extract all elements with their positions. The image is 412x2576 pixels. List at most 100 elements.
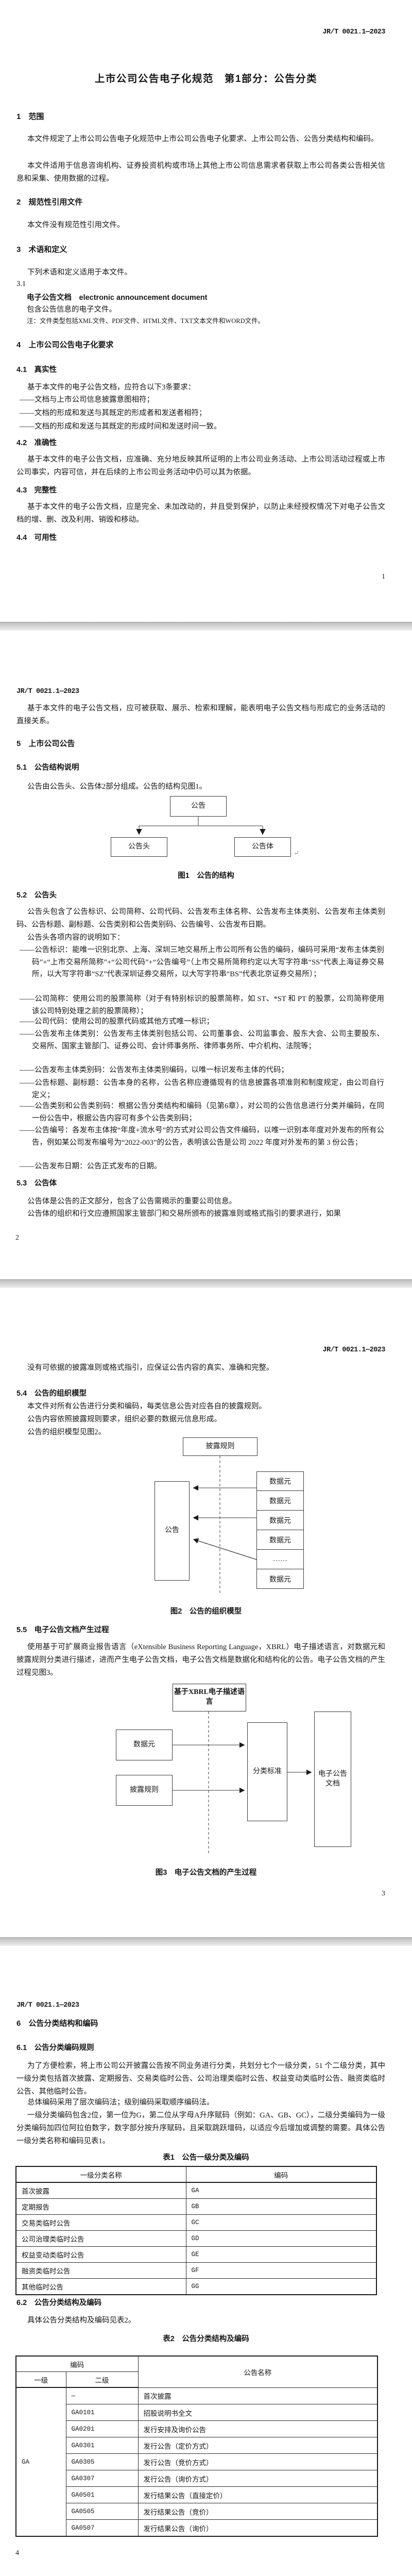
heading-4-3: 4.3 完整性 xyxy=(16,486,57,495)
page-number-4: 4 xyxy=(15,2549,19,2557)
page-number-2: 2 xyxy=(15,1234,19,1242)
heading-4-1: 4.1 真实性 xyxy=(16,366,57,374)
name-cell: 权益变动类临时公告 xyxy=(15,2246,186,2263)
fig1-node-header: 公告头 xyxy=(111,837,167,857)
paragraph: 本文件适用于信息咨询机构、证券投资机构或市场上其他上市公司信息需求者获取上市公司… xyxy=(16,162,385,183)
heading-5-4: 5.4 公告的组织模型 xyxy=(16,1389,87,1398)
paragraph: 公告体是公告的正文部分，包含了公告需揭示的重要公司信息。 xyxy=(27,1197,236,1206)
page-divider-2 xyxy=(0,1279,412,1288)
fig2-caption: 图2 公告的组织模型 xyxy=(170,1607,242,1616)
fig2-node-announcement: 公告 xyxy=(154,1481,190,1581)
column-header-code: 编码 xyxy=(185,2166,377,2183)
paragraph: 公告内容依照披露规则要求，组织必要的数据元信息形成。 xyxy=(27,1415,221,1423)
paragraph: 下列术语和定义适用于本文件。 xyxy=(27,268,132,277)
heading-5-2: 5.2 公告头 xyxy=(16,891,57,900)
fig3-node-e-announcement-doc: 电子公告文档 xyxy=(314,1711,351,1847)
code-cell: GA0201 xyxy=(65,2420,139,2437)
table-row: GA—首次披露 xyxy=(15,2387,378,2537)
name-cell: 发行公告（竞价方式） xyxy=(138,2453,378,2470)
table-header-row: 一级分类名称 编码 xyxy=(15,2166,377,2183)
name-cell: 发行公告（询价方式） xyxy=(138,2470,378,2487)
doc-code-page4: JR/T 0021.1—2023 xyxy=(16,2002,79,2009)
fig1-connector-lines xyxy=(136,817,266,835)
fig3-node-disclosure-rule: 披露规则 xyxy=(116,1775,173,1806)
term-definition: 包含公告信息的电子文件。 xyxy=(27,306,116,314)
fig3-node-data-element: 数据元 xyxy=(116,1730,173,1760)
name-cell: 首次披露 xyxy=(15,2182,186,2199)
name-cell: 发行结果公告（直接定价） xyxy=(138,2486,378,2503)
level1-cell: GA xyxy=(15,2387,66,2537)
code-cell: GA0301 xyxy=(65,2437,139,2454)
column-header-name: 一级分类名称 xyxy=(15,2166,186,2183)
return-mark: ↵ xyxy=(294,849,299,857)
table1-caption: 表1 公告一级分类及编码 xyxy=(163,2154,249,2162)
term-note: 注：文件类型包括XML文件、PDF文件、HTML文件、TXT文本文件和WORD文… xyxy=(27,317,265,325)
fig1-node-body: 公告体 xyxy=(234,837,291,857)
doc-code-page3: JR/T 0021.1—2023 xyxy=(322,1346,385,1354)
paragraph: 总体编码采用了层次编码法；级别编码采取顺序编码法。 xyxy=(27,2098,214,2107)
dash-item: ——公司代码：使用公司的股票代码或其他方式唯一标识； xyxy=(20,1018,214,1026)
name-cell: 发行公告（定价方式） xyxy=(138,2437,378,2454)
paragraph: 基于本文件的电子公告文档，应符合以下3条要求： xyxy=(27,383,196,392)
name-cell: 发行结果公告（询价） xyxy=(138,2519,378,2537)
column-header-level2: 二级 xyxy=(65,2371,139,2388)
code-cell: GA0501 xyxy=(65,2486,139,2503)
paragraph: 一级分类编码包含2位，第一位为G，第二位从字母A升序赋码（例如：GA、GB、GC… xyxy=(16,2111,385,2145)
dash-item: ——公告标识：能唯一识别北京、上海、深圳三地交易所上市公司所有公告的编码，编码可… xyxy=(20,946,384,978)
paragraph: 公告头各项内容的说明如下： xyxy=(27,934,125,942)
code-cell: GE xyxy=(185,2246,377,2263)
paragraph: 公告头包含了公告标识、公司简称、公司代码、公告发布主体名称、公告发布主体类别、公… xyxy=(16,908,385,929)
paragraph: 基于本文件的电子公告文档，应准确、充分地反映其所证明的上市公司业务活动、上市公司… xyxy=(16,455,385,477)
table-header-row: 编码 公告名称 xyxy=(15,2355,378,2388)
heading-2-references: 2 规范性引用文件 xyxy=(16,198,83,207)
doc-code-page1: JR/T 0021.1—2023 xyxy=(322,28,385,36)
code-cell: — xyxy=(65,2387,139,2404)
code-cell: GA0305 xyxy=(65,2453,139,2470)
heading-5-3: 5.3 公告体 xyxy=(16,1179,57,1188)
dash-item: ——公告编号：各发布主体按“年度+流水号”的方式对公司公告文件编码，以唯一识别本… xyxy=(20,1126,384,1147)
dash-item: ——公告标题、副标题：公告本身的名称，公告名称应遵循现有的信息披露各项准则和制度… xyxy=(20,1079,384,1099)
fig2-data-element: 数据元 xyxy=(256,1569,304,1589)
fig1-node-announcement: 公告 xyxy=(170,796,227,817)
heading-5-5: 5.5 电子公告文档产生过程 xyxy=(16,1626,109,1634)
table-header-row: 一级 二级 xyxy=(15,2371,377,2388)
page-number-3: 3 xyxy=(382,1890,385,1897)
dash-item: ——公告类别和公告类别码：根据公告分类结构和编码（见第6章），对公司的公告信息进… xyxy=(20,1102,384,1123)
doc-code-page2: JR/T 0021.1—2023 xyxy=(16,688,79,696)
code-cell: GA0507 xyxy=(65,2519,139,2537)
code-cell: GC xyxy=(185,2214,377,2231)
heading-6-1: 6.1 公告分类编码规则 xyxy=(16,2044,94,2052)
paragraph: 公告的组织模型见图2。 xyxy=(27,1428,106,1436)
table2-caption: 表2 公告分类结构及编码 xyxy=(163,2335,249,2343)
paragraph: 没有可依据的披露准则或格式指引，应保证公告内容的真实、准确和完整。 xyxy=(27,1364,274,1372)
name-cell: 定期报告 xyxy=(15,2198,186,2215)
name-cell: 发行结果公告（竞价） xyxy=(138,2503,378,2520)
name-cell: 招股说明书全文 xyxy=(138,2404,378,2421)
fig2-data-element-ellipsis: …… xyxy=(256,1550,304,1569)
fig2-data-element: 数据元 xyxy=(256,1471,304,1491)
dash-item: ——文档与上市公司信息披露意图相符； xyxy=(20,396,154,404)
code-cell: GB xyxy=(185,2198,377,2215)
code-cell: GA0505 xyxy=(65,2503,139,2520)
paragraph: 基于本文件的电子公告文档，应是完全、未加改动的，并且受到保护，以防止未经授权情况… xyxy=(16,503,385,524)
fig2-data-element: 数据元 xyxy=(256,1511,304,1530)
dash-item: ——公告发布主体类别：公告发布主体类别包括公司、公司董事会、公司监事会、股东大会… xyxy=(20,1030,384,1050)
page-divider-1 xyxy=(0,622,412,631)
fig1-caption: 图1 公告的结构 xyxy=(178,872,234,880)
name-cell: 公司治理类临时公告 xyxy=(15,2230,186,2247)
fig2-node-disclosure-rule: 披露规则 xyxy=(183,1437,258,1456)
code-cell: GA0307 xyxy=(65,2470,139,2487)
heading-4-requirements: 4 上市公司公告电子化要求 xyxy=(16,341,114,349)
heading-5-1: 5.1 公告结构说明 xyxy=(16,764,79,772)
fig2-connector-lines xyxy=(193,1456,257,1594)
